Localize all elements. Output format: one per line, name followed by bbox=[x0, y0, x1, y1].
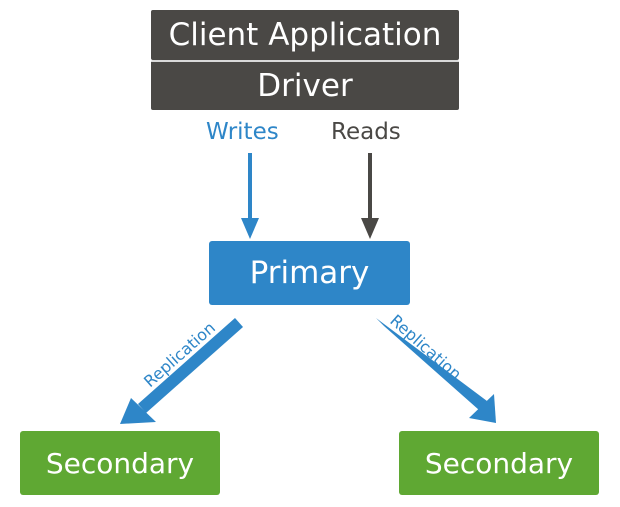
driver-box: Driver bbox=[151, 60, 459, 110]
writes-label: Writes bbox=[206, 119, 279, 145]
replication-arrow-left: Replication bbox=[120, 318, 243, 424]
secondary-label-left: Secondary bbox=[45, 446, 195, 480]
driver-label: Driver bbox=[257, 68, 353, 104]
primary-label: Primary bbox=[249, 255, 370, 291]
reads-arrow bbox=[361, 153, 379, 239]
primary-box: Primary bbox=[209, 241, 410, 305]
replication-arrow-right: Replication bbox=[376, 311, 496, 423]
client-application-box: Client Application bbox=[151, 10, 459, 60]
reads-label: Reads bbox=[331, 119, 401, 145]
replication-label-right: Replication bbox=[386, 311, 465, 384]
writes-arrow bbox=[241, 153, 259, 239]
secondary-label-right: Secondary bbox=[424, 446, 574, 480]
client-application-label: Client Application bbox=[168, 17, 442, 53]
secondary-box-left: Secondary bbox=[20, 431, 220, 495]
secondary-box-right: Secondary bbox=[399, 431, 599, 495]
